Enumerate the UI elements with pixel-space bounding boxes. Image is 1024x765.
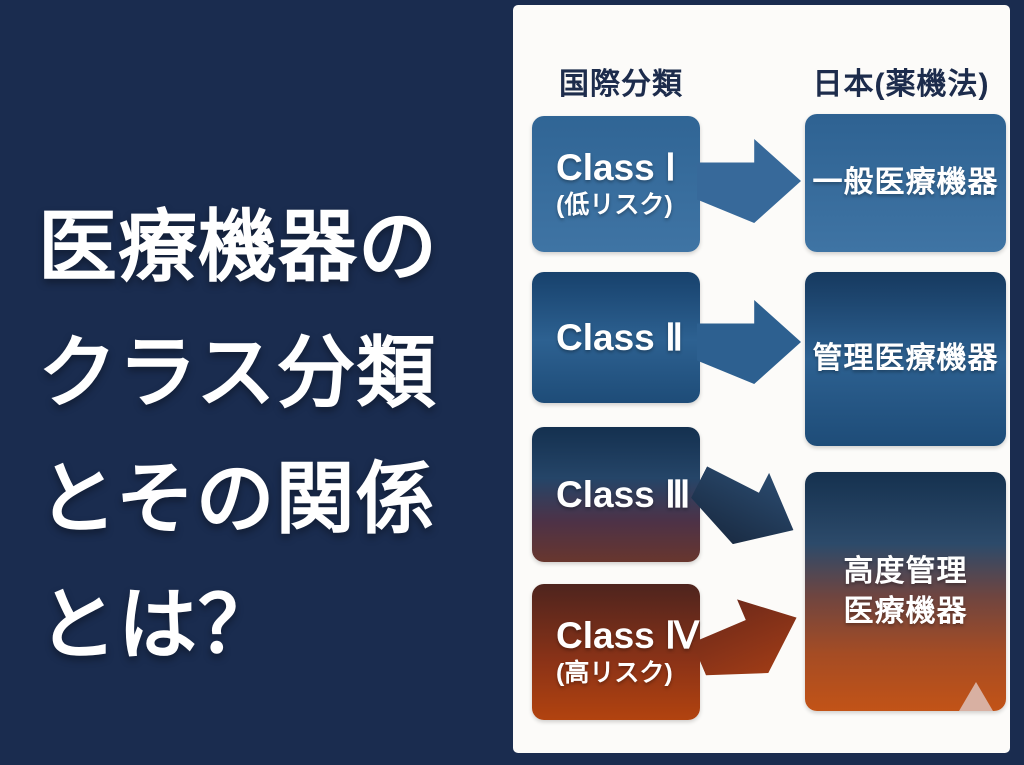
general-medical-device-label: 一般医療機器 (812, 166, 999, 199)
column-header-japan: 日本(薬機法) (812, 68, 990, 101)
title-line-4: とは？ (38, 580, 278, 669)
class-4-box: Class Ⅳ (高リスク) (532, 584, 700, 720)
specially-controlled-label-line-2: 医療機器 (843, 594, 968, 628)
class-2-box: Class Ⅱ (532, 272, 700, 403)
arrow-right-icon (697, 139, 801, 223)
specially-controlled-medical-device-box: 高度管理 医療機器 (805, 472, 1006, 711)
class-4-label: Class Ⅳ (556, 615, 700, 656)
class-2-label: Class Ⅱ (556, 316, 684, 358)
specially-controlled-label-line-1: 高度管理 (843, 554, 968, 588)
controlled-medical-device-label: 管理医療機器 (812, 342, 999, 375)
controlled-medical-device-box: 管理医療機器 (805, 272, 1006, 446)
class-3-box: Class Ⅲ (532, 427, 700, 562)
diagram-panel: 国際分類 日本(薬機法) Class Ⅰ (低リスク) Class Ⅱ Clas… (513, 5, 1010, 753)
class-1-label: Class Ⅰ (556, 147, 676, 188)
class-3-label: Class Ⅲ (556, 473, 691, 515)
general-medical-device-box: 一般医療機器 (805, 114, 1006, 252)
arrow-down-right-icon (681, 446, 812, 565)
title-line-2: クラス分類 (38, 328, 437, 417)
title-line-1: 医療機器の (38, 202, 438, 291)
column-header-international: 国際分類 (559, 68, 683, 101)
title-line-3: とその関係 (38, 454, 436, 543)
class-4-risk-note: (高リスク) (556, 659, 673, 687)
page-title: 医療機器の クラス分類 とその関係 とは？ (38, 184, 508, 688)
class-1-risk-note: (低リスク) (556, 191, 673, 219)
arrow-up-right-icon (683, 581, 812, 696)
class-1-box: Class Ⅰ (低リスク) (532, 116, 700, 252)
arrow-right-icon (697, 300, 801, 384)
